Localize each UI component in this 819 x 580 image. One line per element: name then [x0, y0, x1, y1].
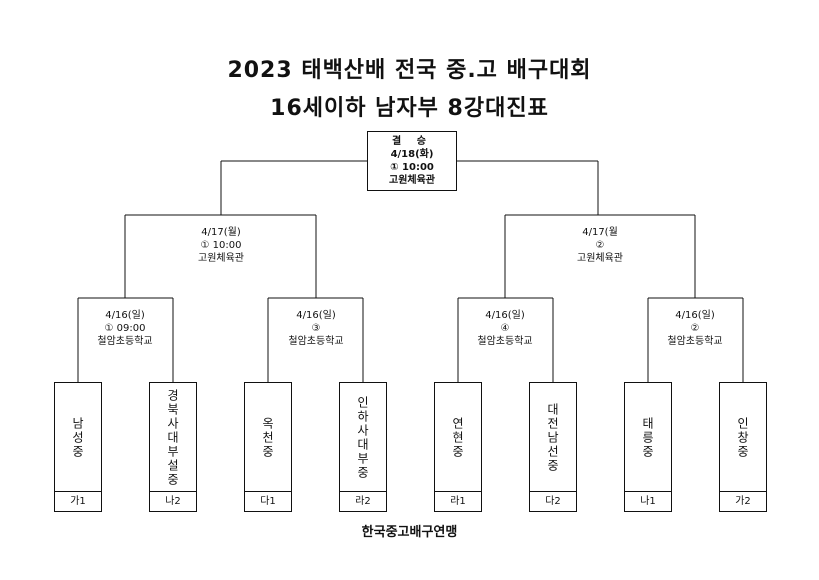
team-box: 옥천중 다1	[244, 382, 292, 512]
qf-slot: ④	[500, 323, 510, 334]
qf-venue: 철암초등학교	[667, 336, 723, 347]
team-box: 대전남선중 다2	[529, 382, 577, 512]
team-code: 다2	[530, 491, 576, 511]
team-name: 인창중	[735, 417, 750, 459]
qf-venue: 철암초등학교	[288, 336, 344, 347]
page-title: 2023 태백산배 전국 중.고 배구대회	[227, 58, 592, 83]
semi-slot: ① 10:00	[200, 240, 242, 251]
team-box: 연현중 라1	[434, 382, 482, 512]
qf-venue: 철암초등학교	[97, 336, 153, 347]
final-label: 결 승	[392, 136, 432, 147]
semi-slot: ②	[595, 240, 605, 251]
team-code: 다1	[245, 491, 291, 511]
team-name: 경북사대부설중	[165, 389, 180, 487]
final-date: 4/18(화)	[390, 149, 434, 160]
team-box: 경북사대부설중 나2	[149, 382, 197, 512]
semi-left-info: 4/17(월) ① 10:00 고원체육관	[161, 226, 281, 265]
semi-date: 4/17(월	[582, 227, 618, 238]
semi-right-info: 4/17(월 ② 고원체육관	[540, 226, 660, 265]
team-code: 가1	[55, 491, 101, 511]
team-name: 인하사대부중	[355, 396, 370, 480]
page-subtitle: 16세이하 남자부 8강대진표	[270, 96, 549, 121]
qf-date: 4/16(일)	[675, 310, 715, 321]
qf3-info: 4/16(일) ④ 철암초등학교	[445, 309, 565, 348]
qf4-info: 4/16(일) ② 철암초등학교	[635, 309, 755, 348]
final-match-box: 결 승 4/18(화) ① 10:00 고원체육관	[367, 131, 457, 191]
team-code: 나2	[150, 491, 196, 511]
qf-date: 4/16(일)	[105, 310, 145, 321]
qf1-info: 4/16(일) ① 09:00 철암초등학교	[65, 309, 185, 348]
team-code: 라1	[435, 491, 481, 511]
semi-venue: 고원체육관	[198, 253, 244, 264]
team-code: 라2	[340, 491, 386, 511]
final-venue: 고원체육관	[389, 175, 435, 186]
team-name: 대전남선중	[545, 403, 560, 473]
qf-slot: ③	[311, 323, 321, 334]
team-name: 연현중	[450, 417, 465, 459]
semi-date: 4/17(월)	[201, 227, 241, 238]
qf2-info: 4/16(일) ③ 철암초등학교	[256, 309, 376, 348]
team-code: 나1	[625, 491, 671, 511]
team-name: 태릉중	[640, 417, 655, 459]
team-box: 남성중 가1	[54, 382, 102, 512]
team-code: 가2	[720, 491, 766, 511]
team-name: 옥천중	[260, 417, 275, 459]
final-time: ① 10:00	[390, 162, 434, 173]
team-box: 인창중 가2	[719, 382, 767, 512]
qf-date: 4/16(일)	[485, 310, 525, 321]
qf-date: 4/16(일)	[296, 310, 336, 321]
qf-slot: ②	[690, 323, 700, 334]
qf-slot: ① 09:00	[104, 323, 146, 334]
team-name: 남성중	[70, 417, 85, 459]
qf-venue: 철암초등학교	[477, 336, 533, 347]
team-box: 인하사대부중 라2	[339, 382, 387, 512]
organizer-footer: 한국중고배구연맹	[361, 525, 458, 540]
semi-venue: 고원체육관	[577, 253, 623, 264]
team-box: 태릉중 나1	[624, 382, 672, 512]
